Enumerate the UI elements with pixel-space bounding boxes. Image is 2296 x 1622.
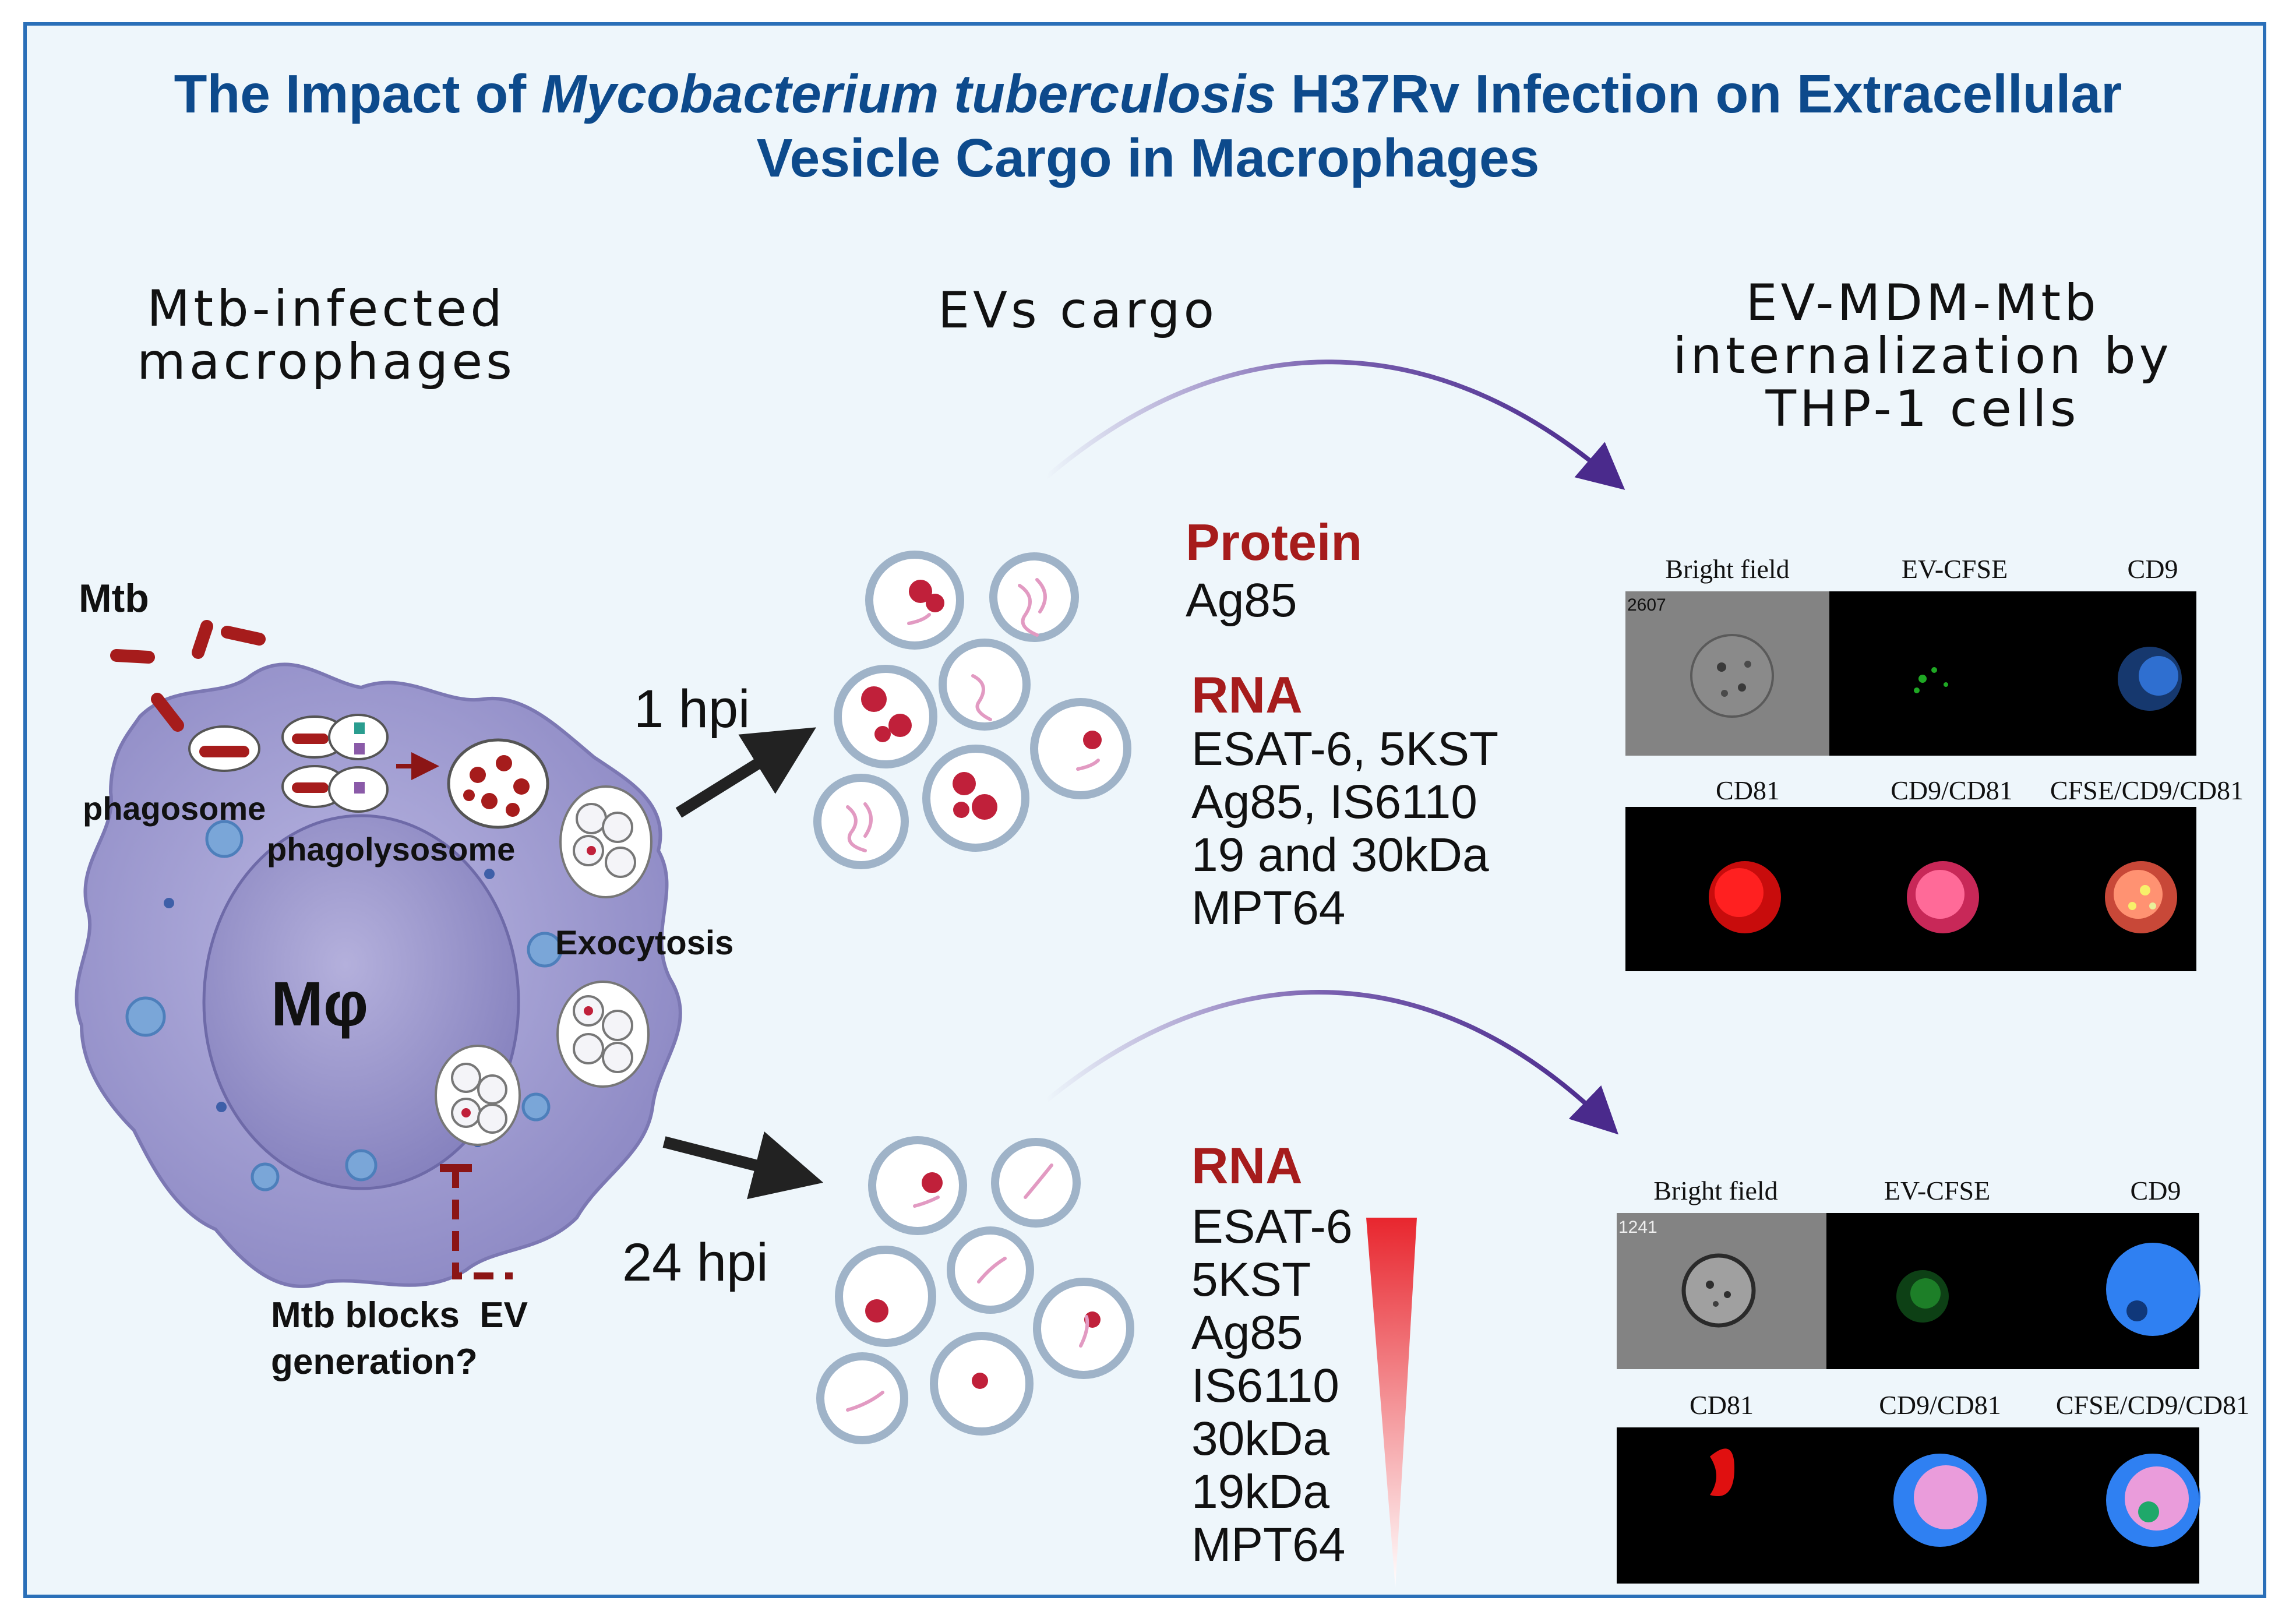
list-item: MPT64	[1191, 881, 1346, 935]
label-ev-cfse-24hpi: EV-CFSE	[1884, 1176, 1991, 1205]
decreasing-gradient-triangle	[1366, 1218, 1417, 1588]
label-generation: generation?	[271, 1342, 478, 1382]
label-phagosome: phagosome	[83, 790, 266, 827]
list-item: ESAT-6	[1191, 1200, 1353, 1253]
label-exocytosis: Exocytosis	[555, 924, 734, 962]
mtb-bacteria	[110, 620, 266, 732]
list-item: 19kDa	[1191, 1465, 1330, 1518]
label-cd9-24hpi: CD9	[2130, 1176, 2181, 1205]
label-cd9-1hpi: CD9	[2127, 554, 2178, 584]
cargo-protein-item: Ag85	[1186, 574, 1297, 627]
ev-cargo-24hpi	[846, 1163, 1101, 1412]
label-macrophage: Mφ	[271, 968, 369, 1039]
label-1hpi: 1 hpi	[634, 679, 750, 739]
phagolysosome-vesicle	[447, 738, 549, 829]
figure-title-line1: The Impact of Mycobacterium tuberculosis…	[174, 64, 2122, 124]
label-brightfield-24hpi: Bright field	[1653, 1176, 1778, 1205]
label-mtb-blocks: Mtb blocks EV	[271, 1295, 528, 1335]
cell-id-24hpi: 1241	[1618, 1218, 1657, 1237]
label-phagolysosome: phagolysosome	[267, 831, 516, 868]
ev-cargo-1hpi	[846, 578, 1102, 852]
cargo-rna-list-24hpi: ESAT-6 5KST Ag85 IS6110 30kDa 19kDa MPT6…	[1191, 1200, 1352, 1571]
cargo-rna-heading-24hpi: RNA	[1191, 1137, 1303, 1194]
label-cd81-1hpi: CD81	[1716, 775, 1780, 805]
cells-24hpi-overlay	[1681, 1243, 2199, 1547]
cargo-rna-heading-1hpi: RNA	[1191, 666, 1303, 724]
macrophage-cell	[75, 662, 682, 1288]
cell-id-1hpi: 2607	[1627, 595, 1666, 615]
label-cd81-24hpi: CD81	[1690, 1390, 1754, 1420]
arrow-24hpi	[662, 1131, 824, 1200]
list-item: 30kDa	[1191, 1412, 1330, 1465]
label-cd9-cd81-24hpi: CD9/CD81	[1879, 1390, 2001, 1420]
arc-arrow-top	[1044, 359, 1625, 490]
figure-title-line2: Vesicle Cargo in Macrophages	[756, 128, 1540, 188]
heading-evs-cargo: EVs cargo	[937, 281, 1218, 340]
label-brightfield-1hpi: Bright field	[1665, 554, 1790, 584]
label-mtb: Mtb	[79, 576, 149, 620]
list-item: 19 and 30kDa	[1191, 828, 1489, 881]
list-item: Ag85, IS6110	[1191, 775, 1477, 828]
phagosome-vesicle	[188, 714, 439, 813]
cells-1hpi-overlay	[1690, 634, 2182, 933]
blocked-ev-inhibition	[440, 1164, 513, 1279]
list-item: Ag85	[1191, 1306, 1303, 1359]
ev-cluster-1hpi	[813, 551, 1131, 869]
list-item: ESAT-6, 5KST	[1191, 722, 1499, 775]
label-cfse-cd9-cd81-1hpi: CFSE/CD9/CD81	[2050, 775, 2244, 805]
multivesicular-bodies	[435, 785, 653, 1146]
label-cd9-cd81-1hpi: CD9/CD81	[1891, 775, 2013, 805]
arc-arrow-bottom	[1044, 990, 1619, 1135]
label-cfse-cd9-cd81-24hpi: CFSE/CD9/CD81	[2055, 1390, 2250, 1420]
label-24hpi: 24 hpi	[622, 1233, 768, 1292]
list-item: IS6110	[1191, 1359, 1339, 1412]
list-item: 5KST	[1191, 1253, 1311, 1306]
cargo-rna-list-1hpi: ESAT-6, 5KST Ag85, IS6110 19 and 30kDa M…	[1191, 722, 1498, 935]
label-ev-cfse-1hpi: EV-CFSE	[1901, 554, 2008, 584]
cargo-protein-heading: Protein	[1186, 513, 1363, 571]
arrow-1hpi	[675, 727, 816, 818]
list-item: MPT64	[1191, 1518, 1346, 1571]
